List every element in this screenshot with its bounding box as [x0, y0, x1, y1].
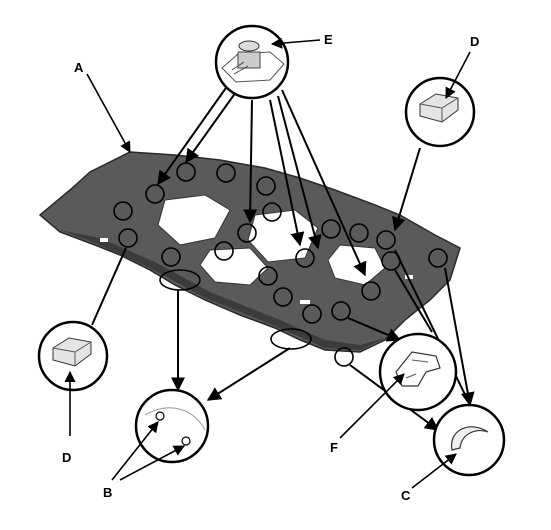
clip-marker: [376, 230, 396, 250]
clip-marker: [273, 287, 293, 307]
label-leaders: [64, 37, 471, 489]
clip-marker: [331, 301, 351, 321]
leader-arrows: [91, 84, 475, 431]
clip-marker: [295, 248, 315, 268]
callout-d-left: [37, 320, 109, 392]
panel-slot: [100, 238, 108, 242]
clip-marker: [262, 202, 282, 222]
callout-b: [134, 388, 210, 464]
clip-marker: [118, 228, 138, 248]
clip-marker: [258, 266, 278, 286]
clip-marker: [214, 241, 234, 261]
label-f: F: [330, 440, 338, 455]
panel-shading: [60, 230, 385, 350]
clip-marker: [361, 281, 381, 301]
clip-marker: [321, 219, 341, 239]
panel-cutout: [157, 194, 231, 246]
callout-f: [378, 332, 458, 412]
clip-marker: [145, 184, 165, 204]
panel-cutout: [247, 209, 319, 263]
callout-d-top: [404, 76, 476, 148]
label-b: B: [103, 485, 112, 500]
label-d-left: D: [62, 450, 71, 465]
pad-marker: [270, 328, 312, 350]
clip-marker: [161, 247, 181, 267]
clip-markers: [113, 162, 448, 367]
headliner-panel: [38, 151, 461, 353]
clip-marker: [428, 248, 448, 268]
panel-slot: [300, 300, 310, 304]
clip-marker: [302, 304, 322, 324]
clip-marker: [256, 176, 276, 196]
label-a: A: [74, 60, 84, 75]
clip-marker: [113, 201, 133, 221]
clip-marker: [334, 347, 354, 367]
label-d-top: D: [470, 34, 479, 49]
label-c: C: [401, 488, 411, 503]
clip-marker: [216, 163, 236, 183]
clip-marker: [237, 223, 257, 243]
callout-e: [214, 24, 290, 100]
pad-marker: [159, 269, 201, 291]
label-e: E: [324, 32, 333, 47]
clip-marker: [349, 223, 369, 243]
callout-c: [432, 403, 506, 477]
